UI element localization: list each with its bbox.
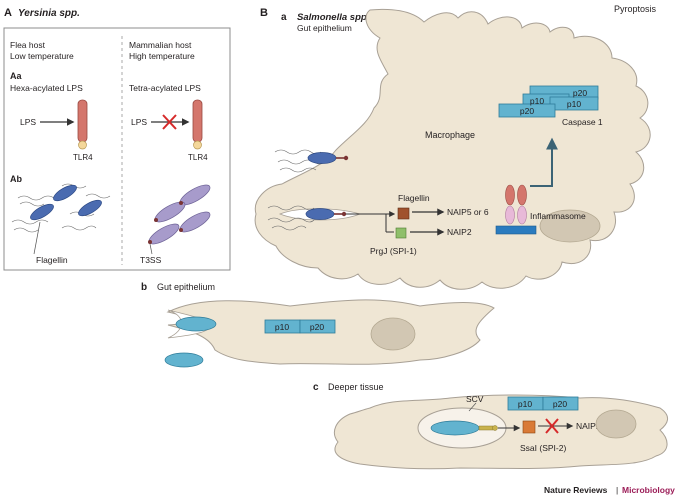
macrophage-cell: [254, 8, 651, 290]
panel-a-title: Yersinia spp.: [18, 8, 80, 19]
spi2-t3ss-needle: [478, 425, 494, 431]
yersinia-bacterium-3: [78, 199, 102, 217]
flagellin-label-b: Flagellin: [398, 193, 430, 203]
caspase-p10-bottom: [549, 96, 599, 111]
panel-b-a-letter: a: [281, 12, 287, 23]
spi2-t3ss-tip: [492, 425, 498, 431]
panel-a: A Yersinia spp. Flea host Low temperatur…: [3, 7, 231, 271]
inflammasome-to-caspase-arrow: [530, 137, 558, 187]
tlr4-base-right: [193, 140, 202, 150]
salmonella-free-needle-tip: [343, 155, 349, 161]
naip2-label-a: NAIP2: [447, 227, 472, 237]
salmonella-free-bacterium: [307, 152, 337, 164]
salmonella-title: Salmonella spp.: [297, 12, 369, 23]
procaspase-p20-box-c: [542, 396, 579, 411]
flagellin-square-icon: [397, 207, 410, 220]
blocked-cross-icon: [162, 114, 177, 130]
procaspase-p10-label-b: p10: [275, 322, 289, 332]
hexa-acylated-lps-label: Hexa-acylated LPS: [10, 83, 83, 93]
caspase-p20-top-label: p20: [573, 88, 587, 98]
macrophage-nucleus: [539, 209, 601, 243]
scv-pointer: [468, 402, 477, 412]
t3ss-label: T3SS: [140, 255, 162, 265]
lps-label-right: LPS: [131, 117, 147, 127]
tlr4-label-left: TLR4: [73, 153, 93, 162]
caspase-p10-bottom-label: p10: [567, 99, 581, 109]
panel-b-c-letter: c: [313, 382, 319, 393]
procaspase-p20-label-c: p20: [553, 399, 567, 409]
prgj-square-icon: [395, 227, 407, 239]
procaspase-p10-label-c: p10: [518, 399, 532, 409]
caspase-1-complex: p20 p10 p10 p20: [498, 85, 599, 118]
t3ss-needle-icons: [148, 201, 183, 244]
prgj-label: PrgJ (SPI-1): [370, 246, 417, 256]
ssai-square-icon: [522, 420, 536, 434]
flea-host-label: Flea host: [10, 40, 46, 50]
lps-label-left: LPS: [20, 117, 36, 127]
salmonella-internal-flagella: [267, 205, 315, 231]
inflammasome: [495, 184, 537, 235]
panel-b: B a Salmonella spp. Gut epithelium Pyrop…: [141, 4, 668, 470]
flagellin-label-a: Flagellin: [36, 255, 68, 265]
scv-label: SCV: [466, 394, 484, 404]
caspase-p10-top-label: p10: [530, 96, 544, 106]
yersinia-bacterium-2: [30, 203, 54, 221]
epithelial-nucleus-b: [370, 317, 416, 351]
salmonella-epithelial-bacterium: [175, 316, 217, 332]
flagellin-pointer: [33, 221, 41, 255]
gut-epithelium-label-a: Gut epithelium: [297, 23, 352, 33]
naip2-label-c: NAIP2: [576, 421, 601, 431]
procaspase-p20-box-b: [299, 319, 336, 334]
salmonella-internal-needle-tip: [341, 211, 347, 217]
procaspase-p20-label-b: p20: [310, 322, 324, 332]
salmonella-scv-bacterium: [430, 420, 480, 436]
panel-b-letter: B: [260, 7, 268, 19]
high-temperature-label: High temperature: [129, 51, 195, 61]
caspase-p20-bottom: [498, 103, 556, 118]
mammalian-host-label: Mammalian host: [129, 40, 192, 50]
tlr4-label-right: TLR4: [188, 153, 208, 162]
tetra-acylated-lps-label: Tetra-acylated LPS: [129, 83, 201, 93]
panel-a-letter: A: [4, 7, 12, 19]
inflammasome-base: [495, 225, 537, 235]
macrophage-label: Macrophage: [425, 130, 475, 140]
caspase-1-label: Caspase 1: [562, 117, 603, 127]
naip5-or-6-label: NAIP5 or 6: [447, 207, 489, 217]
caspase-p20-bottom-label: p20: [520, 106, 534, 116]
journal-separator: |: [616, 485, 618, 495]
tlr4-receptor-right: [192, 99, 203, 143]
flagellated-yersinia-group: [11, 183, 111, 233]
journal-credit: Nature Reviews | Microbiology: [544, 485, 675, 495]
gut-epithelium-label-b: Gut epithelium: [157, 282, 215, 292]
deeper-tissue-label: Deeper tissue: [328, 382, 384, 392]
salmonella-extracellular-bacterium: [164, 352, 204, 368]
journal-section: Microbiology: [622, 485, 675, 495]
tlr4-receptor-left: [77, 99, 88, 143]
ab-label: Ab: [10, 174, 22, 184]
inflammasome-label: Inflammasome: [530, 211, 586, 221]
journal-name: Nature Reviews: [544, 485, 608, 495]
aa-label: Aa: [10, 71, 22, 81]
salmonella-internal-bacterium: [305, 208, 335, 220]
pyroptosis-label: Pyroptosis: [614, 4, 657, 14]
yersinia-bacterium-1: [53, 184, 77, 202]
low-temperature-label: Low temperature: [10, 51, 74, 61]
t3ss-pointer: [149, 243, 153, 255]
tlr4-base-left: [78, 140, 87, 150]
ssai-label: SsaI (SPI-2): [520, 443, 566, 453]
panel-b-b-letter: b: [141, 282, 147, 293]
deeper-tissue-nucleus: [595, 409, 637, 439]
blocked-cross-icon-c: [545, 418, 559, 434]
